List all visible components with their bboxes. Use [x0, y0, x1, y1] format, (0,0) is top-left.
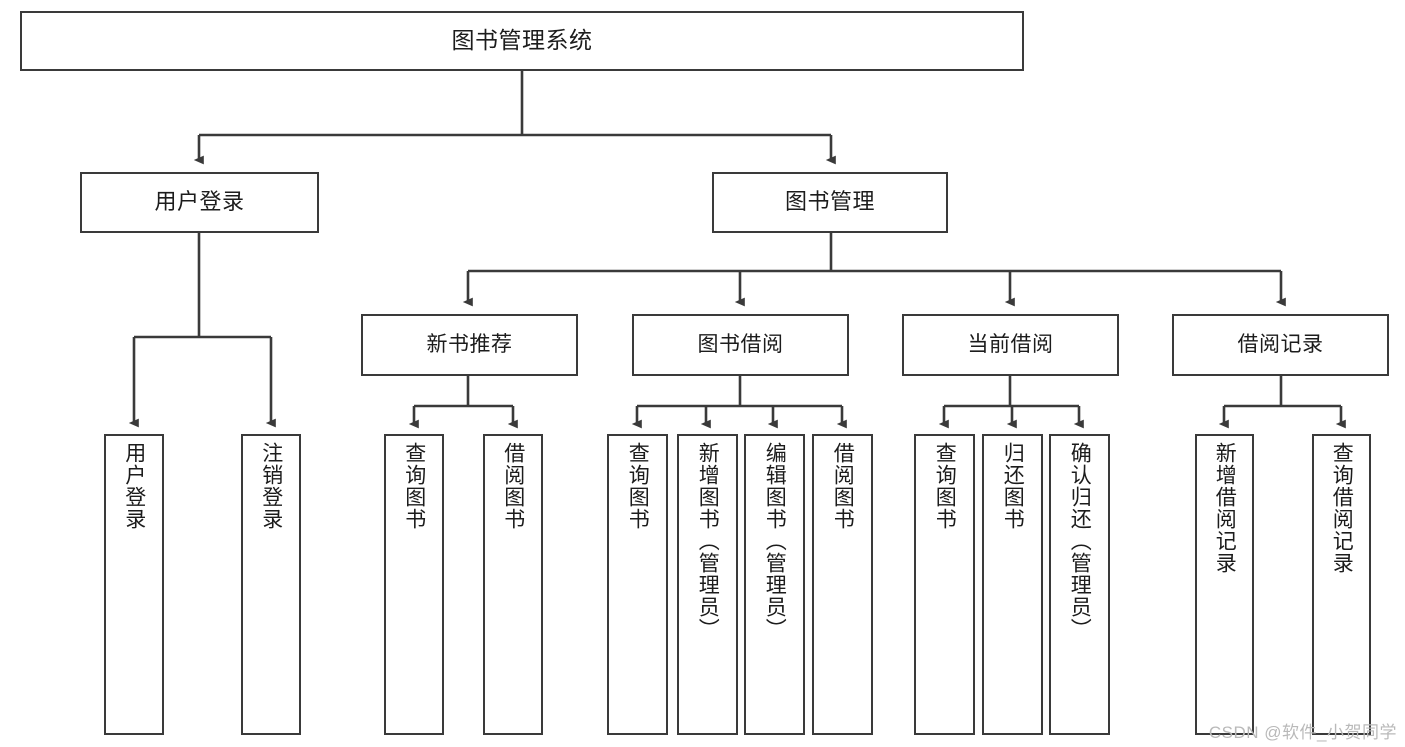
leaf-current-borrow-return-book[interactable]: 归还图书 — [982, 434, 1043, 735]
node-label: 新增借阅记录 — [1213, 442, 1237, 574]
node-label: 查询图书 — [402, 442, 426, 530]
node-label: 图书管理系统 — [451, 27, 593, 54]
node-label: 借阅记录 — [1237, 333, 1324, 357]
leaf-user-login-login[interactable]: 用户登录 — [104, 434, 164, 735]
node-current-borrow[interactable]: 当前借阅 — [902, 314, 1119, 376]
leaf-current-borrow-confirm-return-admin[interactable]: 确认归还（管理员） — [1049, 434, 1110, 735]
node-label: 新书推荐 — [426, 333, 513, 357]
node-label: 借阅图书 — [501, 442, 525, 530]
node-user-login[interactable]: 用户登录 — [80, 172, 319, 233]
node-book-management[interactable]: 图书管理 — [712, 172, 948, 233]
leaf-book-borrow-edit-book-admin[interactable]: 编辑图书（管理员） — [744, 434, 805, 735]
node-label: 查询图书 — [626, 442, 650, 530]
node-label: 注销登录 — [259, 442, 283, 530]
leaf-borrow-record-query-record[interactable]: 查询借阅记录 — [1312, 434, 1371, 735]
node-label: 确认归还（管理员） — [1068, 442, 1092, 640]
node-label: 编辑图书（管理员） — [763, 442, 787, 640]
node-label: 查询图书 — [933, 442, 957, 530]
node-label: 借阅图书 — [831, 442, 855, 530]
leaf-borrow-record-add-record[interactable]: 新增借阅记录 — [1195, 434, 1254, 735]
node-label: 用户登录 — [122, 442, 146, 530]
node-label: 图书管理 — [784, 189, 875, 215]
leaf-current-borrow-query-book[interactable]: 查询图书 — [914, 434, 975, 735]
leaf-new-book-borrow-book[interactable]: 借阅图书 — [483, 434, 543, 735]
node-borrow-record[interactable]: 借阅记录 — [1172, 314, 1389, 376]
leaf-book-borrow-borrow-book[interactable]: 借阅图书 — [812, 434, 873, 735]
leaf-book-borrow-query-book[interactable]: 查询图书 — [607, 434, 668, 735]
node-label: 用户登录 — [154, 189, 245, 215]
leaf-book-borrow-add-book-admin[interactable]: 新增图书（管理员） — [677, 434, 738, 735]
leaf-new-book-query-book[interactable]: 查询图书 — [384, 434, 444, 735]
node-root-system[interactable]: 图书管理系统 — [20, 11, 1024, 71]
node-new-book-recommend[interactable]: 新书推荐 — [361, 314, 578, 376]
node-label: 查询借阅记录 — [1330, 442, 1354, 574]
node-label: 归还图书 — [1001, 442, 1025, 530]
node-label: 图书借阅 — [697, 333, 784, 357]
node-label: 当前借阅 — [967, 333, 1054, 357]
node-book-borrow[interactable]: 图书借阅 — [632, 314, 849, 376]
leaf-user-login-logout[interactable]: 注销登录 — [241, 434, 301, 735]
node-label: 新增图书（管理员） — [696, 442, 720, 640]
